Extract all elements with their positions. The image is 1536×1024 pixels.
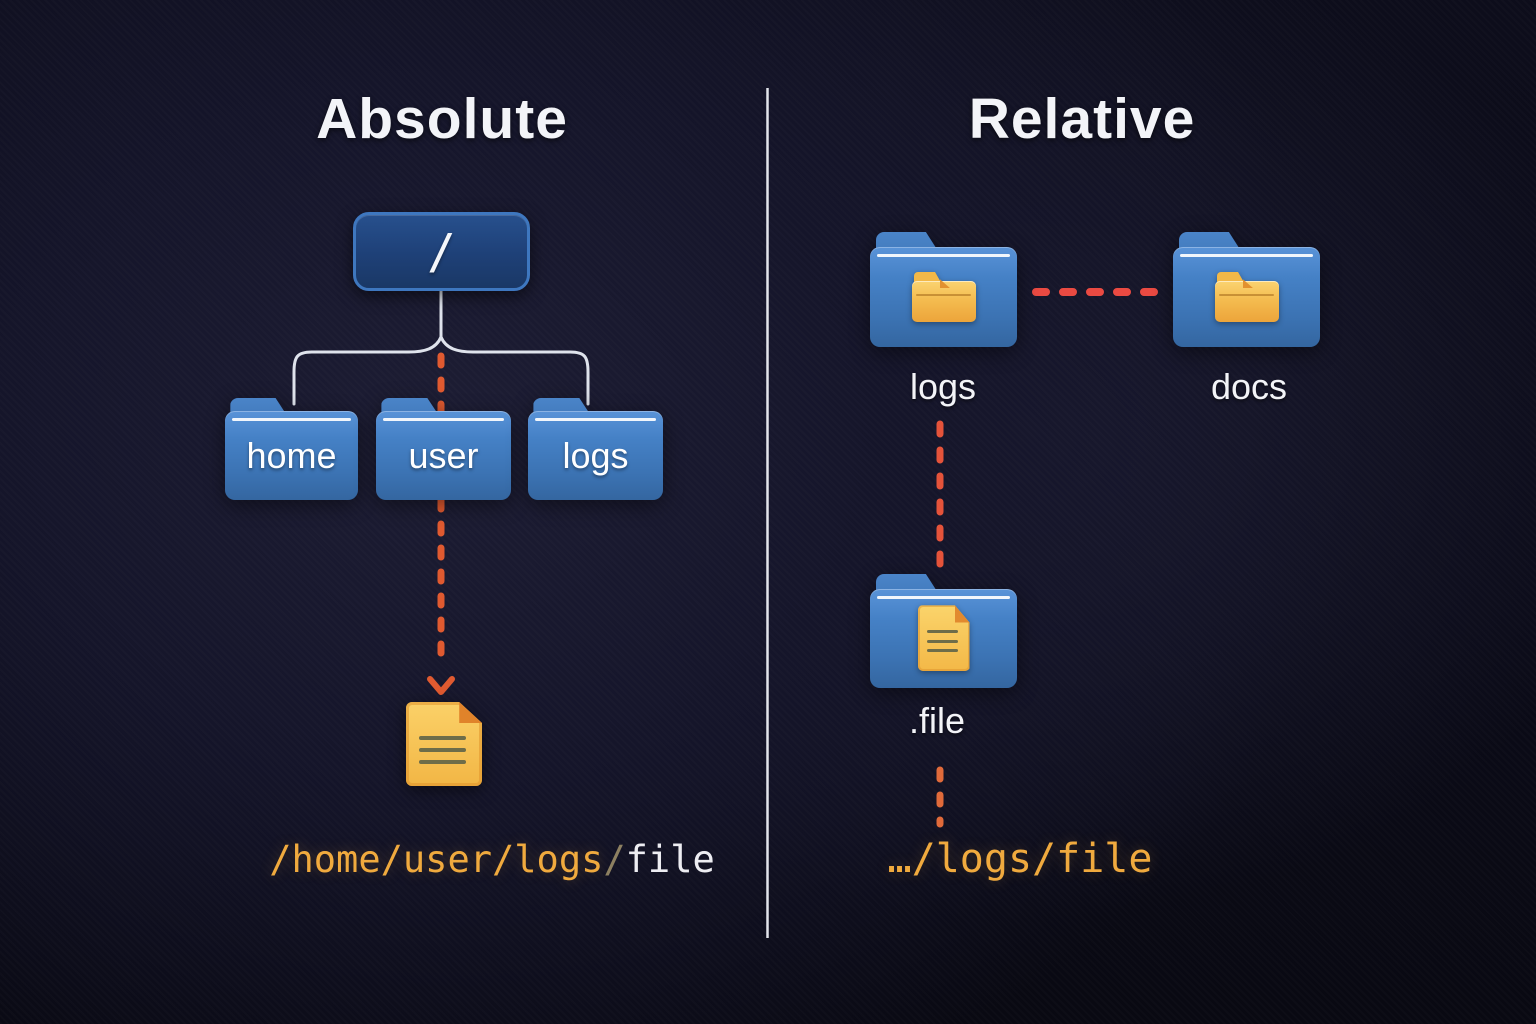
root-label: / — [427, 223, 456, 280]
mini-folder-icon — [1214, 271, 1279, 322]
file-icon — [406, 702, 482, 786]
folder-stripe — [877, 253, 1010, 257]
folder-user-label: user — [408, 434, 479, 476]
relative-path-text: …/logs/file — [887, 836, 1153, 882]
folder-glyph-slot — [1173, 247, 1320, 347]
file-text-line — [418, 736, 467, 741]
path-base-segment: /home/user/logs — [269, 838, 604, 881]
folder-logs: logs — [528, 398, 663, 500]
folder-body — [376, 411, 511, 500]
relative-title: Relative — [968, 87, 1196, 151]
root-node: / — [353, 212, 530, 291]
folder-body — [225, 411, 358, 500]
file-text-line — [418, 759, 467, 764]
folder-home: home — [225, 398, 358, 500]
folder-docs-relative — [1173, 232, 1320, 347]
logs-folder-label: logs — [909, 366, 977, 407]
arrow-down-icon — [427, 676, 455, 695]
file-fold-corner — [459, 702, 482, 723]
folder-stripe — [1180, 253, 1313, 257]
folder-user: user — [376, 398, 511, 500]
docs-folder-label: docs — [1210, 366, 1288, 407]
folder-logs-label: logs — [562, 434, 629, 476]
file-folder-label: .file — [908, 700, 966, 741]
folder-body — [528, 411, 663, 500]
folder-logs-relative — [870, 232, 1017, 347]
folder-stripe — [877, 595, 1010, 599]
path-file-segment: file — [625, 838, 715, 881]
mini-folder-icon — [911, 271, 976, 322]
folder-stripe — [534, 418, 657, 422]
folder-glyph-slot — [870, 589, 1017, 688]
tree-branch-right — [439, 335, 590, 406]
folder-file-relative — [870, 574, 1017, 688]
absolute-title: Absolute — [316, 87, 568, 151]
folder-home-label: home — [246, 434, 337, 476]
folder-stripe — [231, 418, 352, 422]
path-separator: / — [603, 838, 626, 881]
file-text-line — [418, 748, 467, 753]
document-icon — [917, 605, 970, 672]
folder-stripe — [382, 418, 505, 422]
tree-branch-left — [292, 335, 443, 406]
folder-glyph-slot — [870, 247, 1017, 347]
absolute-path-text: /home/user/logs/file — [269, 838, 715, 881]
